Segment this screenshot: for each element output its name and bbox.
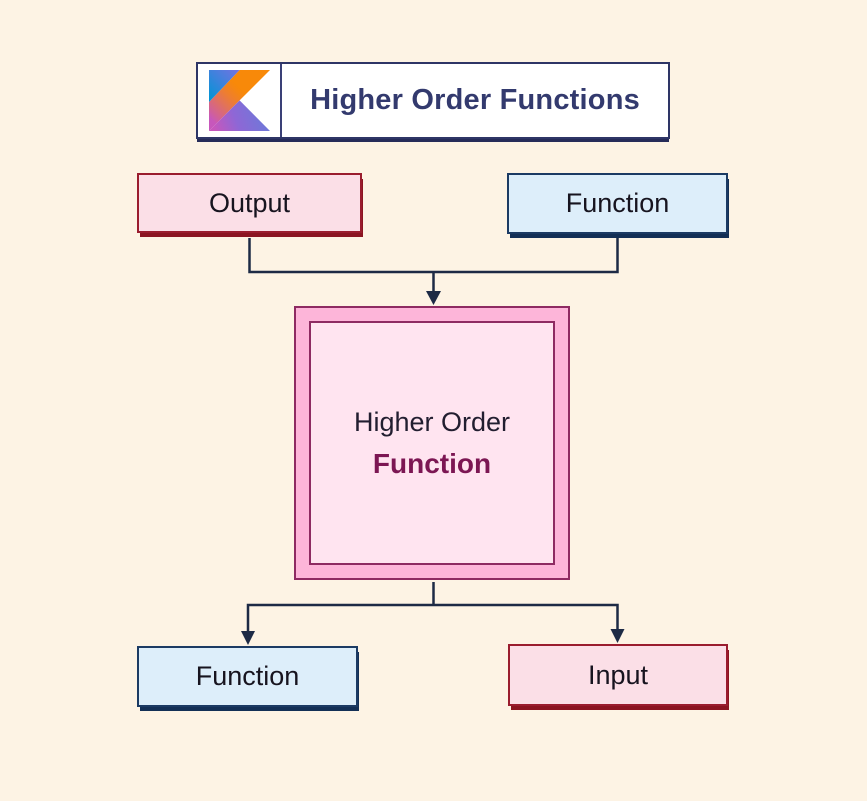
node-function-bottom: Function (137, 646, 358, 707)
node-output: Output (137, 173, 362, 233)
node-function-top-label: Function (565, 188, 670, 218)
higher-order-function-inner: Higher Order Function (309, 321, 555, 565)
arrowhead-into-function (241, 631, 255, 645)
node-function-bottom-label: Function (195, 661, 300, 691)
page-title: Higher Order Functions (310, 84, 640, 116)
node-input: Input (508, 644, 728, 706)
hof-label-line2: Function (372, 447, 492, 479)
arrowhead-into-input (610, 629, 625, 643)
top-merge-line (248, 238, 619, 274)
hof-label-line1: Higher Order (353, 406, 511, 437)
node-higher-order-function: Higher Order Function (294, 306, 570, 580)
bottom-split-line (246, 603, 619, 633)
arrowhead-into-hof (426, 291, 441, 305)
node-function-top: Function (507, 173, 728, 234)
node-input-label: Input (587, 659, 649, 690)
node-output-label: Output (208, 187, 291, 218)
kotlin-logo-cell (198, 64, 282, 137)
title-bar: Higher Order Functions (196, 62, 670, 139)
kotlin-logo-icon (208, 70, 270, 131)
